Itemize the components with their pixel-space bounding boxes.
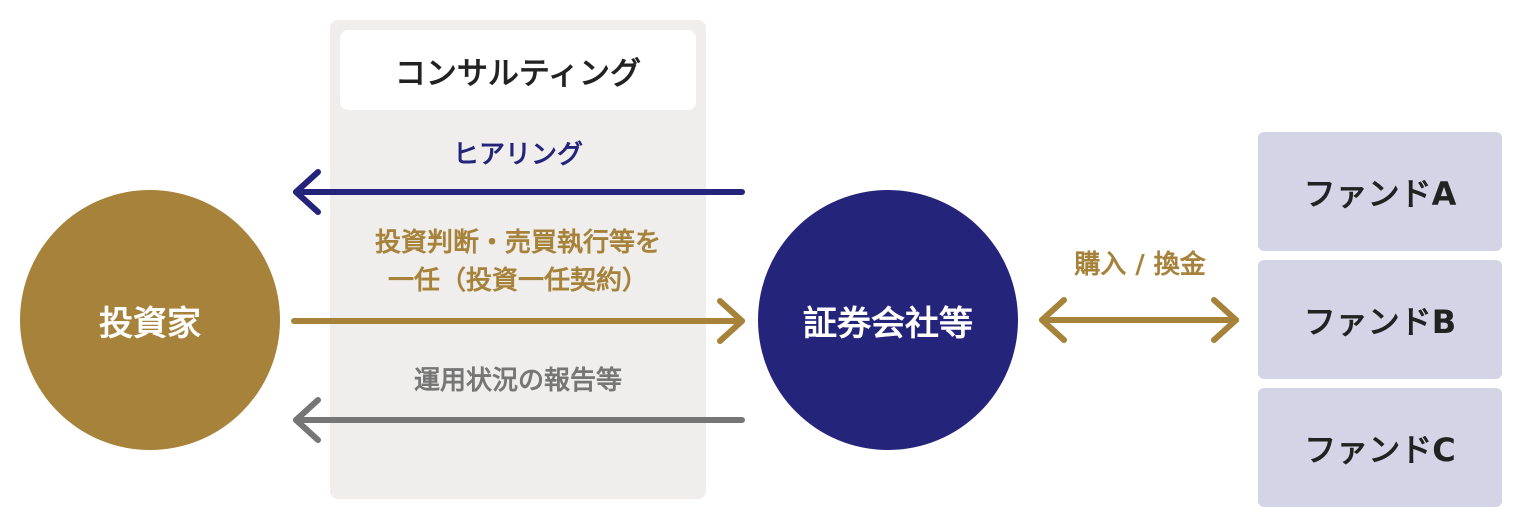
hearing-arrow — [293, 169, 745, 215]
purchase-double-arrow — [1039, 297, 1239, 343]
fund-a: ファンドA — [1258, 132, 1502, 251]
fund-b: ファンドB — [1258, 260, 1502, 379]
securities-node: 証券会社等 — [758, 190, 1018, 450]
investor-label: 投資家 — [99, 303, 201, 344]
securities-label: 証券会社等 — [803, 303, 973, 344]
delegation-label: 投資判断・売買執行等を 一任（投資一任契約） — [300, 224, 736, 300]
report-arrow — [293, 397, 745, 443]
purchase-label: 購入 / 換金 — [1074, 250, 1206, 280]
investor-node: 投資家 — [20, 190, 280, 450]
report-label: 運用状況の報告等 — [413, 366, 622, 396]
hearing-label: ヒアリング — [452, 140, 583, 170]
delegation-line2: 一任（投資一任契約） — [387, 266, 648, 296]
delegation-line1: 投資判断・売買執行等を — [374, 228, 661, 258]
consulting-title: コンサルティング — [340, 30, 696, 110]
delegation-arrow — [291, 298, 745, 344]
fund-c: ファンドC — [1258, 388, 1502, 507]
